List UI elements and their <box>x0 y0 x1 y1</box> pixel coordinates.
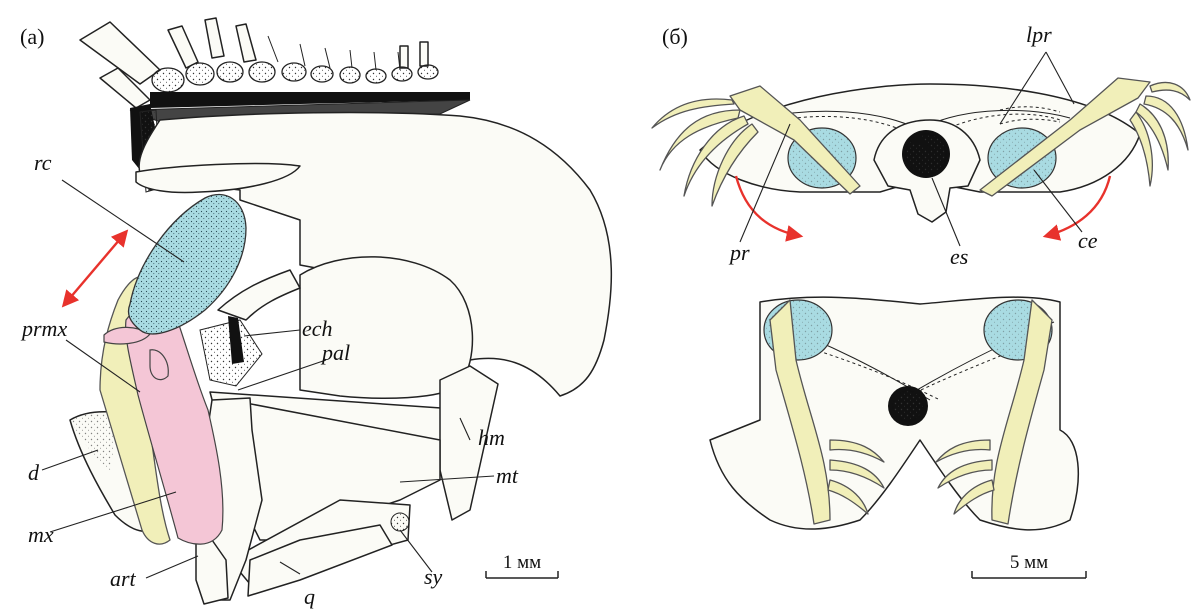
label-pr: pr <box>728 240 750 265</box>
panel-b-label: (б) <box>662 24 688 49</box>
label-lpr: lpr <box>1026 22 1052 47</box>
head-ventral-view-closed <box>710 297 1078 530</box>
panel-a: (а) <box>20 18 611 609</box>
panel-a-label: (а) <box>20 24 44 49</box>
scale-bar-a-label: 1 мм <box>503 552 541 573</box>
label-pal: pal <box>320 340 350 365</box>
label-rc: rc <box>34 150 52 175</box>
label-q: q <box>304 584 315 609</box>
label-mt: mt <box>496 463 519 488</box>
protrusion-arrow <box>64 232 126 305</box>
label-sy: sy <box>424 564 443 589</box>
label-mx: mx <box>28 522 54 547</box>
scale-bar-a: 1 мм <box>486 552 558 578</box>
label-hm: hm <box>478 425 505 450</box>
label-prmx: prmx <box>20 316 67 341</box>
scale-bar-b-label: 5 мм <box>1010 552 1048 573</box>
panel-b: (б) <box>652 22 1190 578</box>
head-ventral-view-open <box>652 78 1190 236</box>
label-d: d <box>28 460 40 485</box>
label-ech: ech <box>302 316 333 341</box>
label-ce: ce <box>1078 228 1098 253</box>
label-art: art <box>110 566 137 591</box>
label-es: es <box>950 244 968 269</box>
scale-bar-b: 5 мм <box>972 552 1086 578</box>
